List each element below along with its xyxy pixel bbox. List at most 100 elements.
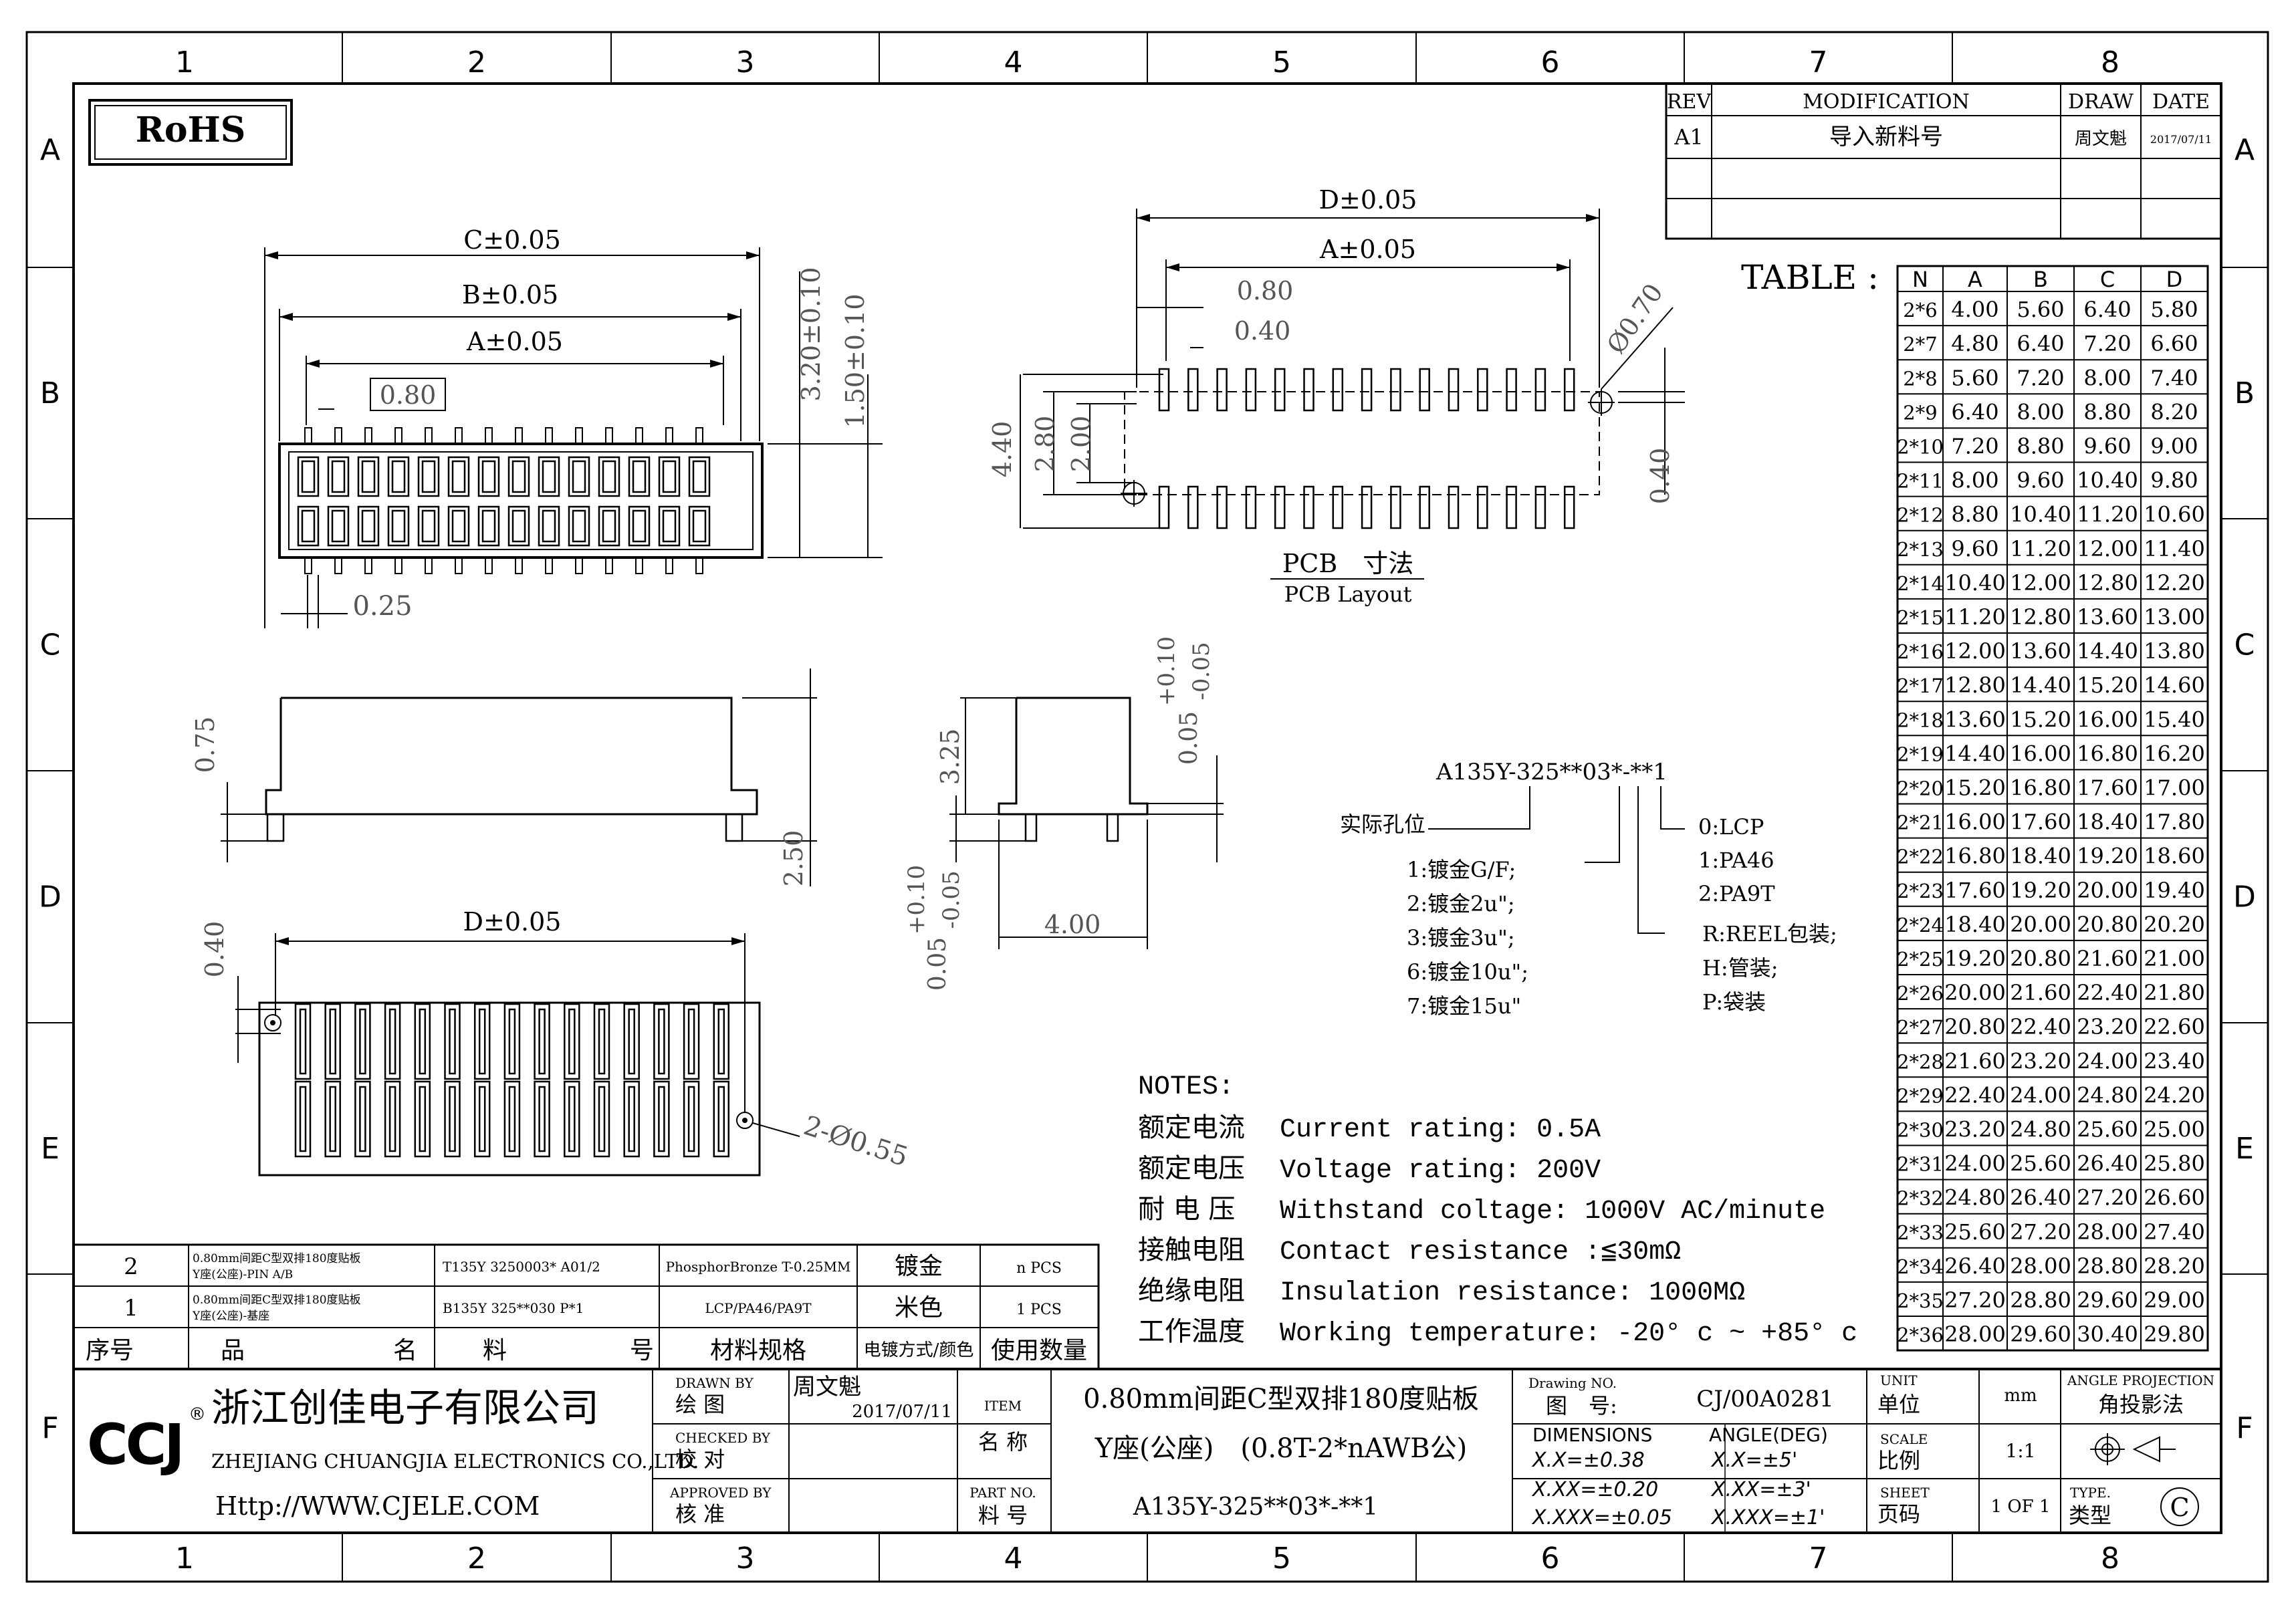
peg-left: [264, 1014, 281, 1031]
table-cell: 29.80: [2144, 1322, 2205, 1347]
pcb-pad: [1158, 368, 1170, 412]
contact-inner: [602, 460, 616, 493]
bottom-contact-inner: [538, 1008, 546, 1075]
bottom-contact: [473, 1080, 491, 1158]
table-cell: 9.60: [2017, 468, 2064, 493]
bottom-contact-inner: [478, 1086, 486, 1152]
plating-option: 1:镀金G/F;: [1407, 857, 1516, 882]
bottom-contact: [473, 1003, 491, 1080]
pin-tail: [515, 557, 523, 574]
table-cell: 10.60: [2144, 502, 2205, 527]
contact-inner: [361, 460, 376, 493]
table-row-n: 2*31: [1897, 1153, 1944, 1176]
projection-en: ANGLE PROJECTION: [2067, 1372, 2214, 1388]
table-cell: 8.80: [1951, 502, 1998, 527]
part-no-en: PART NO.: [969, 1485, 1036, 1501]
contact-inner: [421, 460, 436, 493]
sheet-en: SHEET: [1880, 1485, 1930, 1501]
pcb-pad: [1274, 368, 1286, 412]
table-cell: 17.60: [2010, 810, 2071, 835]
pcb-pad: [1361, 368, 1373, 412]
table-title: TABLE :: [1741, 258, 1879, 297]
plating-option: 7:镀金15u": [1407, 993, 1521, 1019]
bottom-contact: [564, 1003, 580, 1080]
drawing-no-cn: 图 号:: [1546, 1393, 1617, 1418]
drawing-no: CJ/00A0281: [1696, 1386, 1833, 1412]
dim-pitch: 0.80: [380, 380, 437, 410]
bottom-contact: [503, 1080, 521, 1158]
bom-no: 1: [124, 1295, 138, 1322]
pcb-pad: [1187, 368, 1199, 412]
table-cell: 4.00: [1951, 297, 1998, 322]
table-cell: 20.00: [1944, 980, 2006, 1005]
dim-height-320: 3.20±0.10: [796, 267, 826, 401]
type-mark: C: [2170, 1493, 2189, 1522]
drawn-date: 2017/07/11: [852, 1402, 952, 1422]
pcb-pad: [1216, 485, 1228, 529]
table-cell: 12.80: [2010, 604, 2071, 630]
ang-xxx: X.XXX=±1': [1710, 1506, 1825, 1529]
note-label-cn: 工作温度: [1138, 1316, 1245, 1347]
table-cell: 18.60: [2144, 844, 2205, 869]
table-cell: 29.00: [2144, 1287, 2205, 1313]
dim-a: A±0.05: [466, 327, 563, 356]
dim-end-tol-top-dn: -0.05: [1188, 642, 1215, 700]
table-cell: 28.00: [2077, 1219, 2138, 1245]
pin-tail: [334, 557, 342, 574]
dim-arrow: [727, 313, 741, 321]
bottom-contact: [564, 1080, 580, 1158]
table-cell: 28.00: [1944, 1322, 2006, 1347]
table-cell: 25.60: [2010, 1151, 2071, 1177]
table-cell: 9.80: [2150, 468, 2198, 493]
company-website: Http://WWW.CJELE.COM: [215, 1491, 540, 1521]
drawn-by-en: DRAWN BY: [675, 1375, 754, 1391]
pcb-pad: [1216, 368, 1228, 412]
zone-row-left: B: [40, 376, 60, 410]
pin-tail: [515, 427, 523, 445]
contact-inner: [481, 460, 496, 493]
drawn-by-name: 周文魁: [793, 1374, 861, 1400]
contact-slot: [477, 456, 500, 497]
bottom-contact-inner: [717, 1086, 725, 1152]
dim-pcb-pitch: 0.80: [1237, 276, 1294, 305]
bottom-contact-inner: [329, 1008, 336, 1075]
contact-inner: [451, 509, 466, 543]
pcb-pad: [1274, 485, 1286, 529]
table-row-n: 2*14: [1897, 572, 1944, 595]
table-cell: 12.80: [2077, 570, 2138, 596]
table-cell: 27.20: [2010, 1219, 2071, 1245]
contact-slot: [357, 505, 380, 547]
table-cell: 22.40: [2010, 1014, 2071, 1039]
table-cell: 11.20: [1944, 604, 2006, 630]
pin-tail: [665, 427, 673, 445]
table-row-n: 2*12: [1897, 504, 1944, 527]
zone-col-top: 8: [2101, 45, 2119, 80]
bom-no: 2: [124, 1253, 138, 1280]
bom-finish: 米色: [895, 1294, 943, 1322]
table-cell: 7.20: [2017, 365, 2064, 390]
bottom-contact: [683, 1080, 700, 1158]
table-row-n: 2*9: [1903, 401, 1937, 424]
zone-col-top: 6: [1541, 45, 1560, 80]
company-logo: CCJ®: [87, 1404, 206, 1477]
unit-en: UNIT: [1880, 1372, 1918, 1388]
contact-inner: [572, 460, 586, 493]
bottom-contact-inner: [658, 1008, 665, 1075]
bom-name-1: 0.80mm间距C型双排180度贴板: [193, 1293, 361, 1307]
tol-xx: X.XX=±0.20: [1531, 1478, 1658, 1501]
revision-block: REV MODIFICATION DRAW DATE A1 导入新料号 周文魁 …: [1665, 82, 2222, 240]
packing-option: H:管装;: [1702, 955, 1778, 981]
table-cell: 25.60: [1944, 1219, 2006, 1245]
table-cell: 29.60: [2010, 1322, 2071, 1347]
pcb-pad: [1332, 485, 1344, 529]
bom-part: T135Y 3250003* A01/2: [443, 1259, 600, 1275]
note-label-cn: 绝缘电阻: [1138, 1275, 1245, 1306]
table-cell: 28.00: [2010, 1253, 2071, 1279]
dim-pcb-280: 2.80: [1030, 416, 1060, 473]
dim-end-tol-top: 0.05: [1175, 711, 1203, 765]
zone-row-right: F: [2236, 1411, 2253, 1445]
bottom-contact: [294, 1080, 312, 1158]
pin-tail: [545, 427, 553, 445]
contact-slot: [447, 505, 470, 547]
